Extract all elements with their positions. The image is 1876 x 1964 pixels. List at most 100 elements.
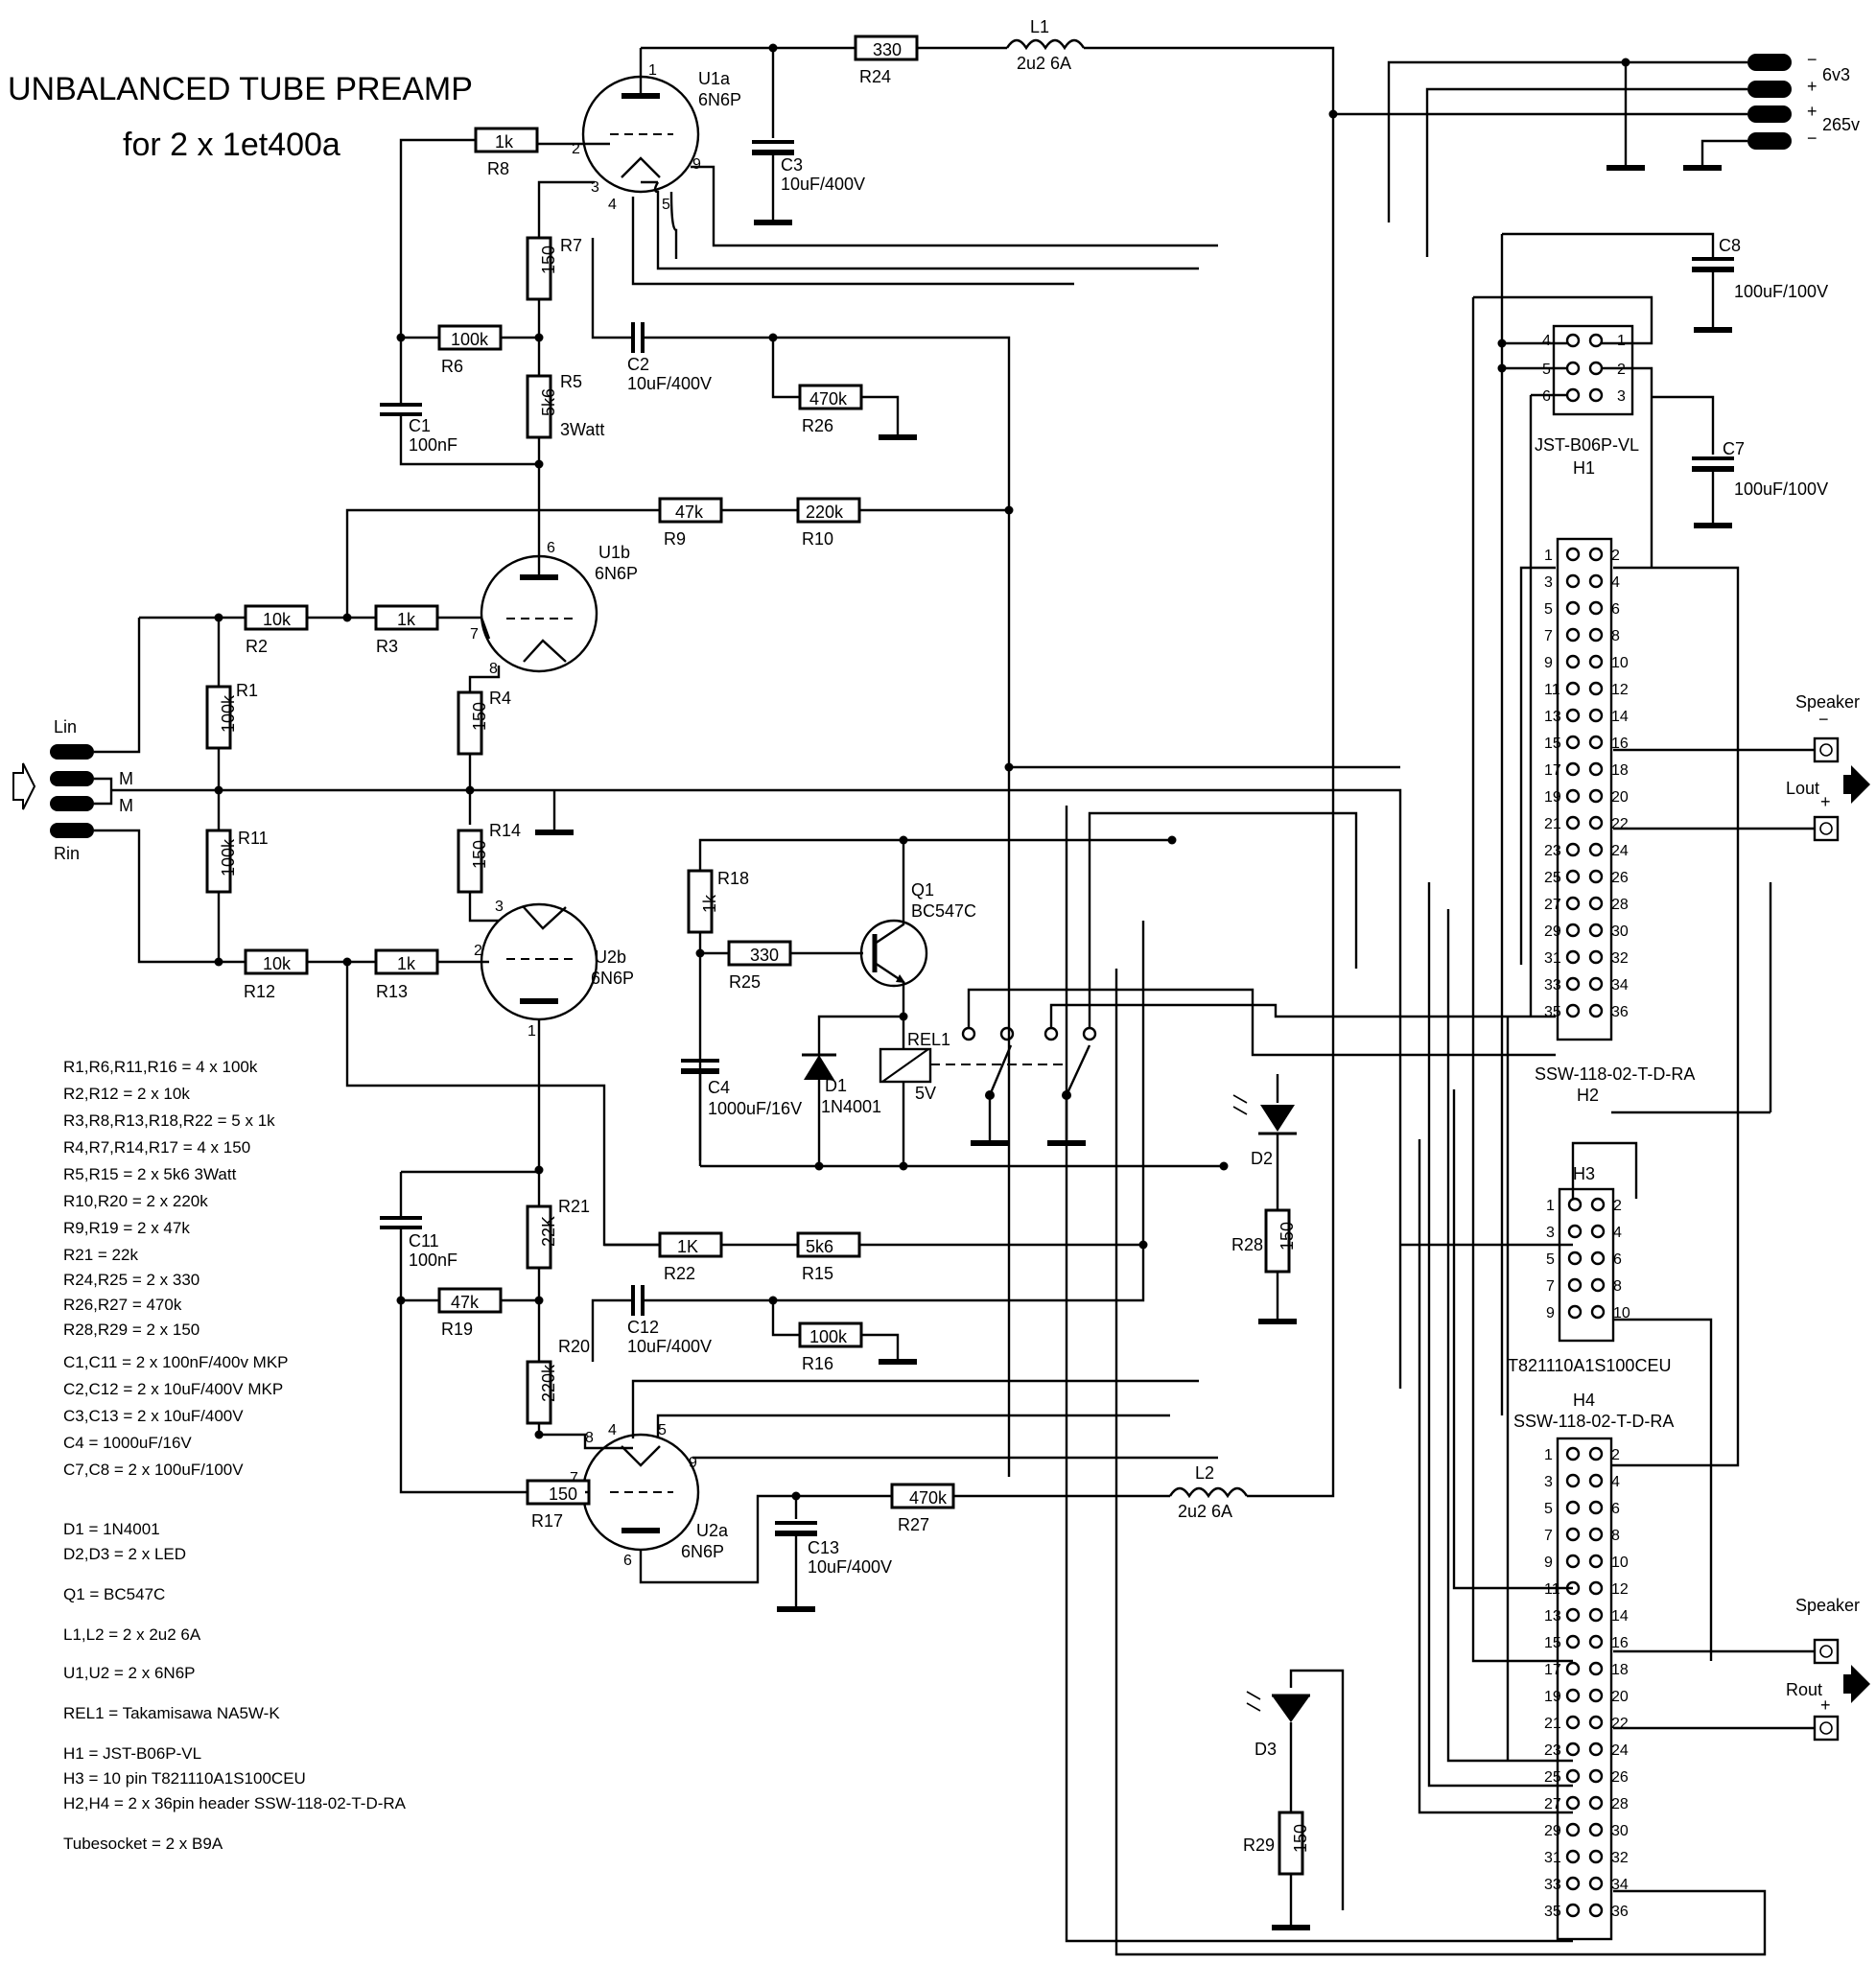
svg-text:1k: 1k [700,894,719,913]
svg-text:H4: H4 [1573,1391,1595,1410]
h4-pin-label: 15 [1544,1635,1561,1651]
svg-text:R27: R27 [898,1515,929,1534]
svg-text:22K: 22K [539,1216,558,1247]
svg-text:R10,R20 = 2 x 220k: R10,R20 = 2 x 220k [63,1192,208,1210]
h4-pin-label: 34 [1611,1877,1629,1893]
svg-text:+: + [1820,1695,1831,1715]
svg-text:330: 330 [873,40,902,59]
svg-text:4: 4 [608,197,617,213]
svg-text:D2: D2 [1251,1149,1273,1168]
h2-pin-5 [1565,600,1581,616]
h4-pin-18 [1588,1661,1604,1676]
svg-text:R24: R24 [859,67,891,86]
svg-text:1K: 1K [677,1237,698,1256]
h2-pin-32 [1588,949,1604,965]
u1a-label: U1a [698,69,731,88]
h4-pin-label: 12 [1611,1581,1629,1598]
h2-pin-23 [1565,842,1581,857]
h4-pin-label: 3 [1544,1474,1553,1490]
svg-text:6N6P: 6N6P [595,564,638,583]
svg-text:R20: R20 [558,1337,590,1356]
h3-pin-4 [1590,1224,1606,1239]
h4-pin-label: 2 [1611,1447,1620,1463]
svg-text:10uF/400V: 10uF/400V [781,175,865,194]
h4-pin-1 [1565,1446,1581,1461]
rout-label: Rout [1786,1680,1822,1699]
svg-text:U1b: U1b [598,543,630,562]
h2-pin-label: 25 [1544,870,1561,886]
h2-pin-label: 30 [1611,924,1629,940]
svg-text:R16: R16 [802,1354,833,1373]
h2-pin-label: 3 [1544,574,1553,591]
diode-d1 [804,1055,834,1080]
svg-text:C2,C12 = 2 x 10uF/400V MKP: C2,C12 = 2 x 10uF/400V MKP [63,1380,283,1398]
h2-pin-28 [1588,896,1604,911]
h3-pin-label: 7 [1546,1278,1555,1295]
lin-label: Lin [54,717,77,736]
power-input: − 6v3 + + 265v − [1328,50,1860,257]
svg-text:150: 150 [470,702,489,731]
h2-pin-label: 22 [1611,816,1629,832]
svg-text:470k: 470k [909,1488,948,1508]
svg-text:REL1: REL1 [907,1030,950,1049]
svg-text:M: M [119,796,133,815]
svg-text:R17: R17 [531,1511,563,1531]
svg-text:−: − [1818,710,1829,729]
h3-pin-label: 6 [1613,1251,1622,1268]
title-line1: UNBALANCED TUBE PREAMP [8,71,473,107]
svg-text:10uF/400V: 10uF/400V [627,374,712,393]
h2-pin-36 [1588,1003,1604,1018]
h2-pin-19 [1565,788,1581,804]
h3-pin-label: 4 [1613,1225,1622,1241]
svg-text:470k: 470k [809,389,848,409]
h2-pin-4 [1588,573,1604,589]
h2-pin-24 [1588,842,1604,857]
resistor-r10 [796,497,861,524]
h4-pin-label: 18 [1611,1662,1629,1678]
svg-text:R24,R25 = 2 x 330: R24,R25 = 2 x 330 [63,1271,199,1289]
h2-pin-35 [1565,1003,1581,1018]
svg-text:R13: R13 [376,982,408,1001]
svg-text:Speaker: Speaker [1795,692,1860,712]
svg-text:SSW-118-02-T-D-RA: SSW-118-02-T-D-RA [1535,1064,1695,1084]
h2-pin-12 [1588,681,1604,696]
h2-pin-label: 24 [1611,843,1629,859]
h4-pin-label: 33 [1544,1877,1561,1893]
h2-pin-7 [1565,627,1581,643]
h2-pin-label: 27 [1544,897,1561,913]
h2-pin-label: 7 [1544,628,1553,644]
h4-pin-12 [1588,1580,1604,1596]
svg-text:R11: R11 [238,829,269,848]
h4-pin-28 [1588,1795,1604,1811]
svg-text:C13: C13 [808,1538,839,1557]
svg-text:100nF: 100nF [409,435,457,455]
h4-pin-label: 14 [1611,1608,1629,1625]
h4-pin-label: 22 [1611,1716,1629,1732]
h4-pin-label: 19 [1544,1689,1561,1705]
h4-pin-16 [1588,1634,1604,1649]
svg-text:R3: R3 [376,637,398,656]
svg-text:6N6P: 6N6P [681,1542,724,1561]
resistor-r25 [890,1483,955,1509]
h2-pin-label: 20 [1611,789,1629,806]
transistor-q1: Q1 BC547C [859,840,976,1017]
h3-pin-label: 2 [1613,1198,1622,1214]
h4-pin-14 [1588,1607,1604,1623]
svg-text:R2,R12 = 2 x 10k: R2,R12 = 2 x 10k [63,1085,190,1103]
svg-text:R5: R5 [560,372,582,391]
power-265v-label: 265v [1822,115,1860,134]
svg-text:5: 5 [658,1422,667,1438]
tube-u2b: 3 2 1 U2b 6N6P [474,899,634,1040]
h4-pin-label: 21 [1544,1716,1561,1732]
svg-text:C12: C12 [627,1318,659,1337]
svg-text:8: 8 [585,1430,594,1446]
svg-text:150: 150 [1278,1222,1297,1251]
h4-pin-label: 7 [1544,1528,1553,1544]
resistor-r27 [798,1321,863,1348]
svg-text:M: M [119,769,133,788]
resistor-r21 [687,869,714,934]
svg-text:C7,C8 = 2 x 100uF/100V: C7,C8 = 2 x 100uF/100V [63,1461,244,1479]
h3-pin-3 [1567,1224,1583,1239]
svg-text:R9: R9 [664,529,686,549]
h2-pin-label: 10 [1611,655,1629,671]
